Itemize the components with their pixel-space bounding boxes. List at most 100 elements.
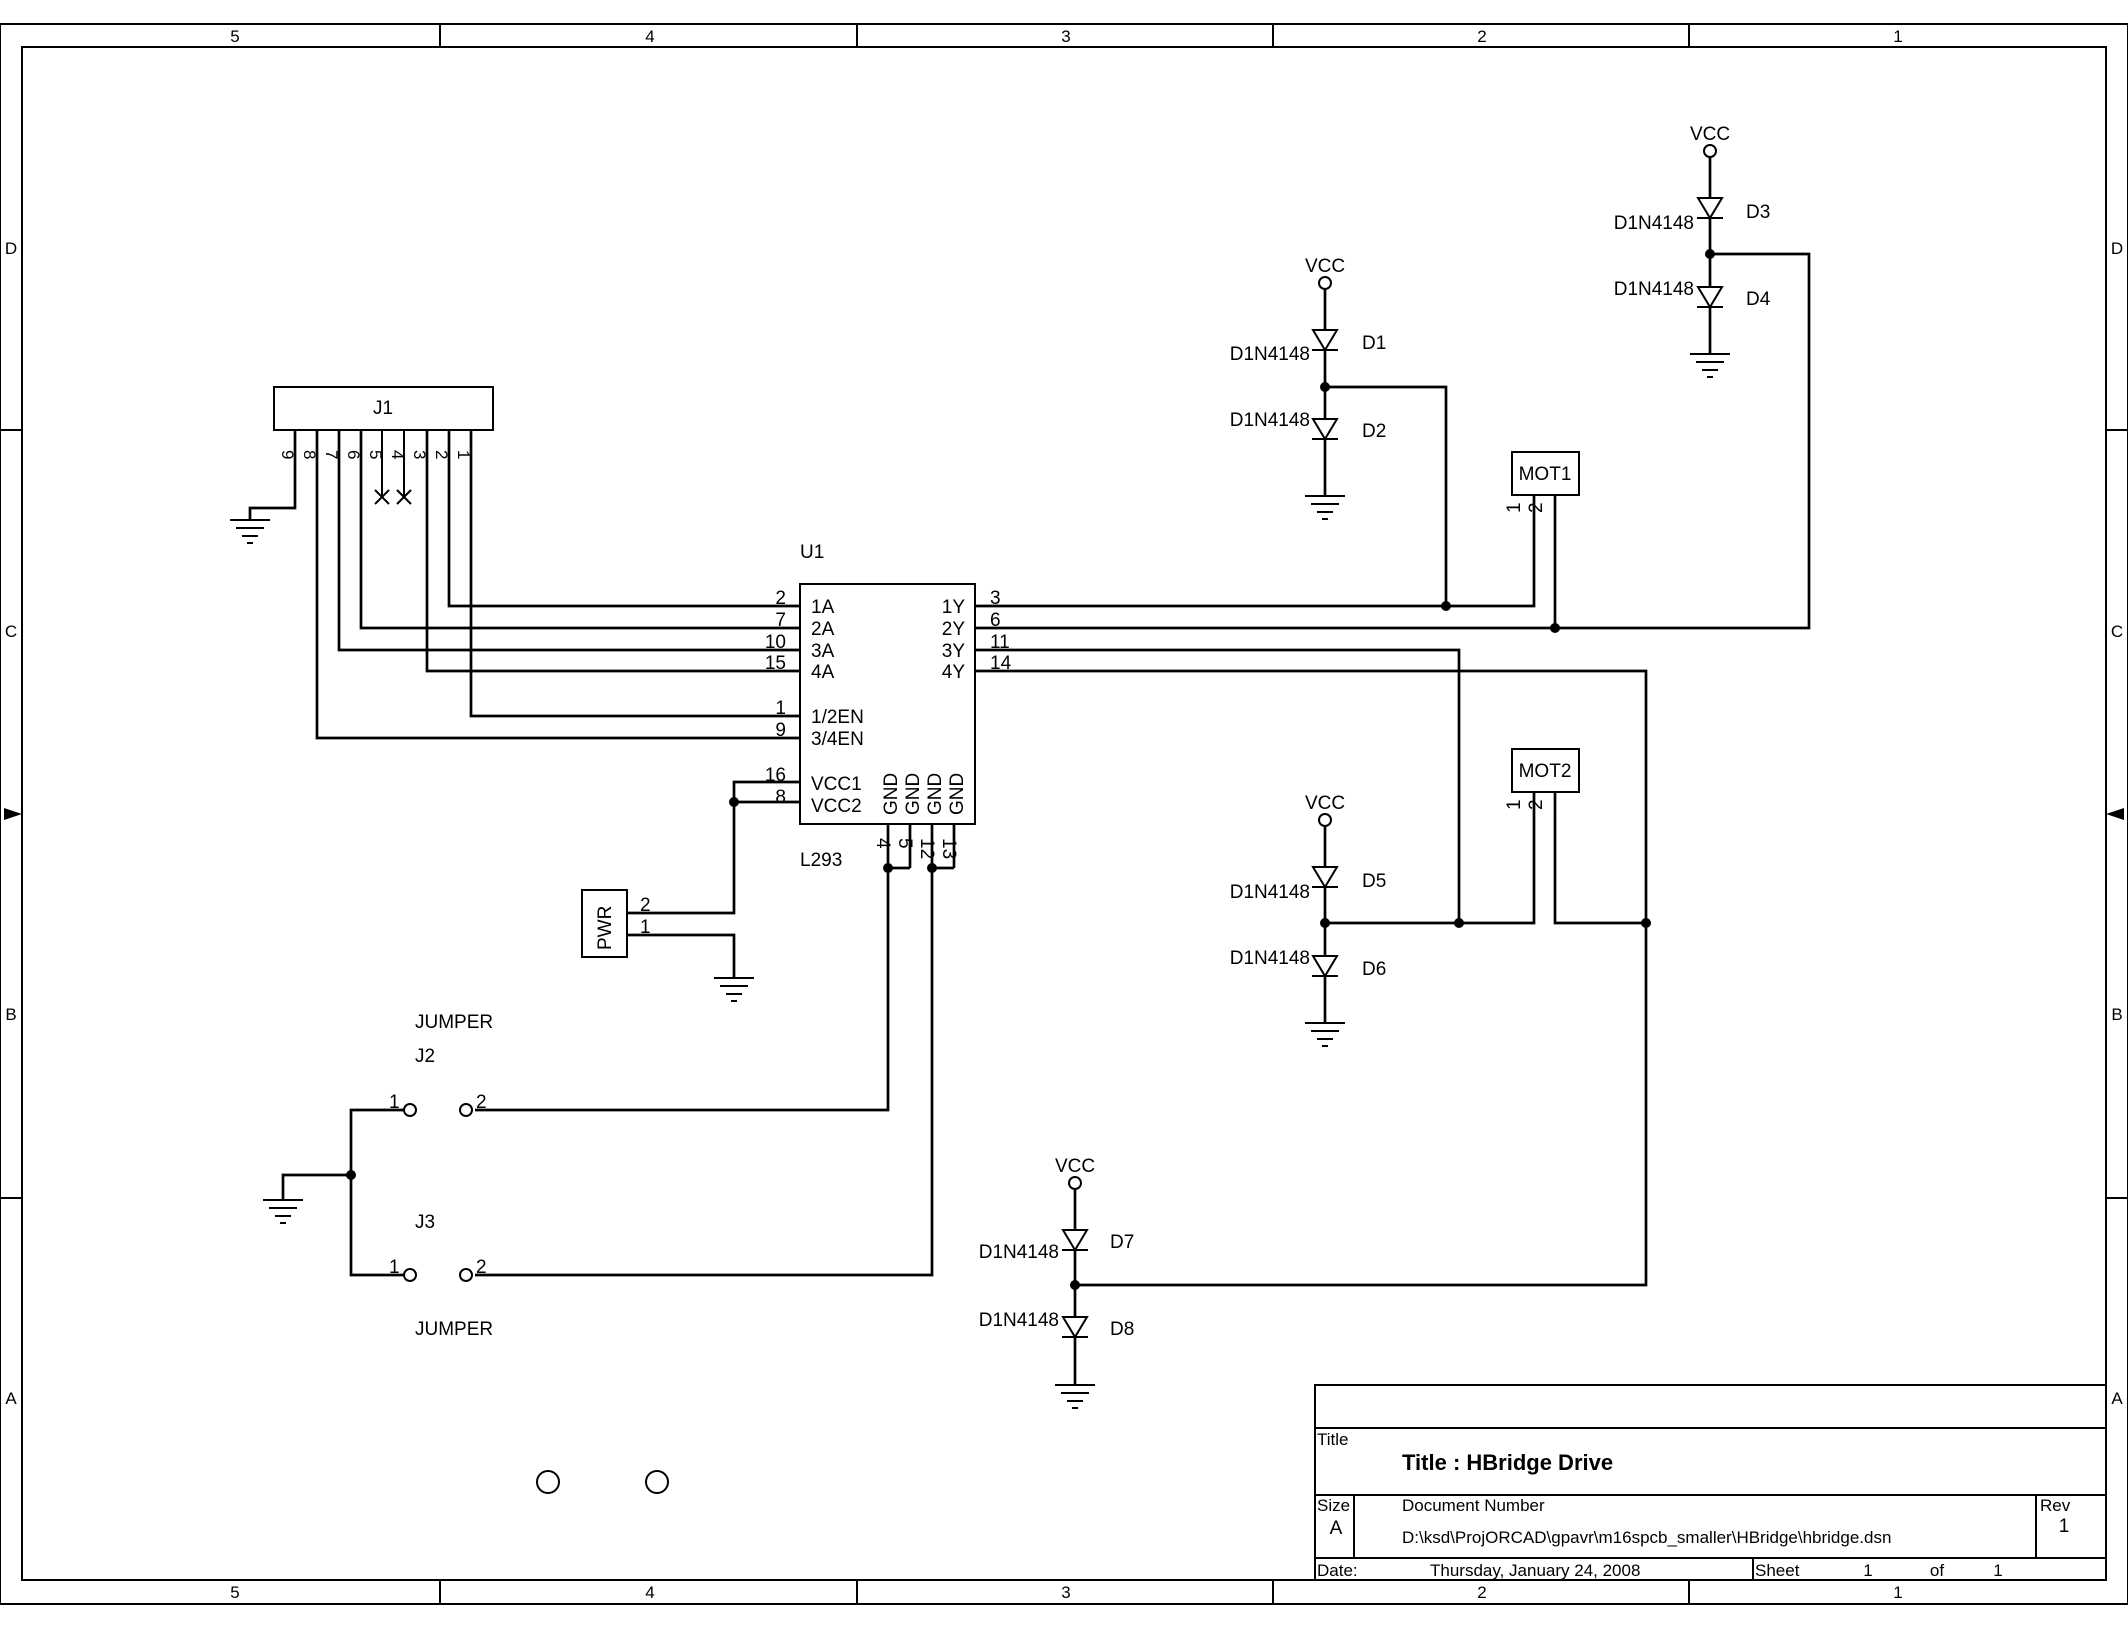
ground-icon [263,1199,303,1224]
j2-ref: J2 [415,1046,435,1067]
mot1-body [1511,451,1580,496]
u1-pin-name: GND [925,773,946,815]
u1-pin-name: 4A [811,662,835,683]
output-wires [975,252,1811,1287]
u1-pin-name: 2A [811,619,835,640]
zone-col-bottom: 2 [1477,1583,1486,1602]
u1-pin-num: 7 [775,610,786,631]
zone-row-left: A [5,1389,17,1408]
u1-pin-num: 3 [990,588,1001,609]
date-value: Thursday, January 24, 2008 [1430,1561,1640,1580]
u1-pin-num: 1 [775,698,786,719]
u1-gnd-wires [475,824,956,1277]
zone-col-top: 2 [1477,27,1486,46]
u1-pin-num: 8 [775,787,786,808]
ic-u1: U1 L293 1A 2A 3A 4A 1/2EN 3/4EN VCC1 VCC… [765,542,1012,871]
center-mark-right-icon [2106,808,2124,820]
u1-pin-num: 11 [990,632,1010,653]
pwr-label: PWR [595,906,616,950]
mot1-label: MOT1 [1519,464,1572,485]
document-title: Title : HBridge Drive [1402,1450,1613,1475]
of-label: of [1930,1561,1944,1580]
connector-j1: J1 9 8 7 6 5 4 3 2 1 [273,386,494,505]
vcc-icon [1318,813,1332,827]
u1-pin-name: 3Y [942,641,966,662]
j2-pin-num: 2 [476,1092,487,1113]
ground-icon [1055,1384,1095,1409]
u1-pin-name: GND [903,773,924,815]
diode-part: D1N4148 [1614,213,1694,234]
center-mark-left-icon [4,808,22,820]
zone-col-top: 5 [230,27,239,46]
diode-icon [1061,1229,1089,1252]
u1-ref: U1 [800,542,824,563]
diode-pair-d5-d6: VCC D1N4148 D1N4148 D5 D6 [1230,793,1386,1047]
mot1-pin-num: 1 [1504,502,1525,513]
vcc-label: VCC [1305,793,1345,814]
diode-icon [1696,286,1724,309]
size-label: Size [1317,1496,1350,1515]
j3-pin-num: 1 [389,1257,400,1278]
diode-part: D1N4148 [1614,279,1694,300]
docnum-value: D:\ksd\ProjORCAD\gpavr\m16spcb_smaller\H… [1402,1528,1891,1547]
diode-pair-d7-d8: VCC D1N4148 D1N4148 D7 D8 [979,1156,1134,1409]
u1-pin-name: GND [947,773,968,815]
u1-value: L293 [800,850,842,871]
vcc-icon [1703,144,1717,158]
diode-ref: D8 [1110,1319,1134,1340]
jumper-ground-wires [263,1108,404,1277]
diode-part: D1N4148 [1230,882,1310,903]
j3-pin-num: 2 [476,1257,487,1278]
j1-body [273,386,494,431]
u1-pin-name: 1A [811,597,835,618]
vcc-label: VCC [1305,256,1345,277]
vcc-label: VCC [1055,1156,1095,1177]
diode-ref: D4 [1746,289,1771,310]
title-block: Title Title : HBridge Drive Size A Docum… [1314,1384,2107,1581]
diode-part: D1N4148 [1230,344,1310,365]
ground-icon [1305,495,1345,520]
zone-row-left: B [5,1005,16,1024]
j1-pin-num: 9 [278,450,297,459]
u1-pin-num: 5 [894,838,915,849]
diode-icon [1696,197,1724,220]
u1-pin-num: 12 [916,838,937,859]
diode-ref: D6 [1362,959,1386,980]
j3-value: JUMPER [415,1319,493,1340]
u1-pin-num: 15 [765,653,786,674]
mot2-label: MOT2 [1519,761,1572,782]
diode-ref: D2 [1362,421,1386,442]
diode-ref: D7 [1110,1232,1134,1253]
diode-icon [1311,418,1339,441]
sheet-frame [0,23,2128,1605]
pwr-pin-num: 2 [640,895,651,916]
j2-pin-num: 1 [389,1092,400,1113]
mot1-pin-num: 2 [1526,502,1547,513]
sheet-value: 1 [1863,1561,1872,1580]
u1-pin-name: GND [881,773,902,815]
u1-pin-num: 6 [990,610,1001,631]
j3-ref: J3 [415,1212,435,1233]
u1-pin-num: 4 [872,838,893,849]
diode-icon [1061,1316,1089,1339]
zone-col-bottom: 4 [645,1583,654,1602]
mot2-pin-num: 1 [1504,799,1525,810]
j1-pin-num: 1 [454,450,473,459]
docnum-label: Document Number [1402,1496,1545,1515]
size-value: A [1330,1518,1343,1539]
vcc-icon [1068,1176,1082,1190]
diode-pair-d1-d2: VCC D1N4148 D1N4148 D1 D2 [1230,256,1386,520]
u1-pin-num: 10 [765,632,786,653]
jumper-j2: JUMPER J2 1 2 [389,1012,493,1117]
zone-labels: 5 4 3 2 1 5 4 3 2 1 D C B A D C B A [5,27,2123,1602]
u1-pin-num: 9 [775,720,786,741]
zone-col-top: 1 [1893,27,1902,46]
j1-pin-num: 3 [410,450,429,459]
zone-row-right: B [2111,1005,2122,1024]
title-label: Title [1317,1430,1349,1449]
diode-part: D1N4148 [1230,410,1310,431]
date-label: Date: [1317,1561,1358,1580]
j1-wires [248,430,800,740]
diode-ref: D5 [1362,871,1386,892]
sheet-label: Sheet [1755,1561,1800,1580]
